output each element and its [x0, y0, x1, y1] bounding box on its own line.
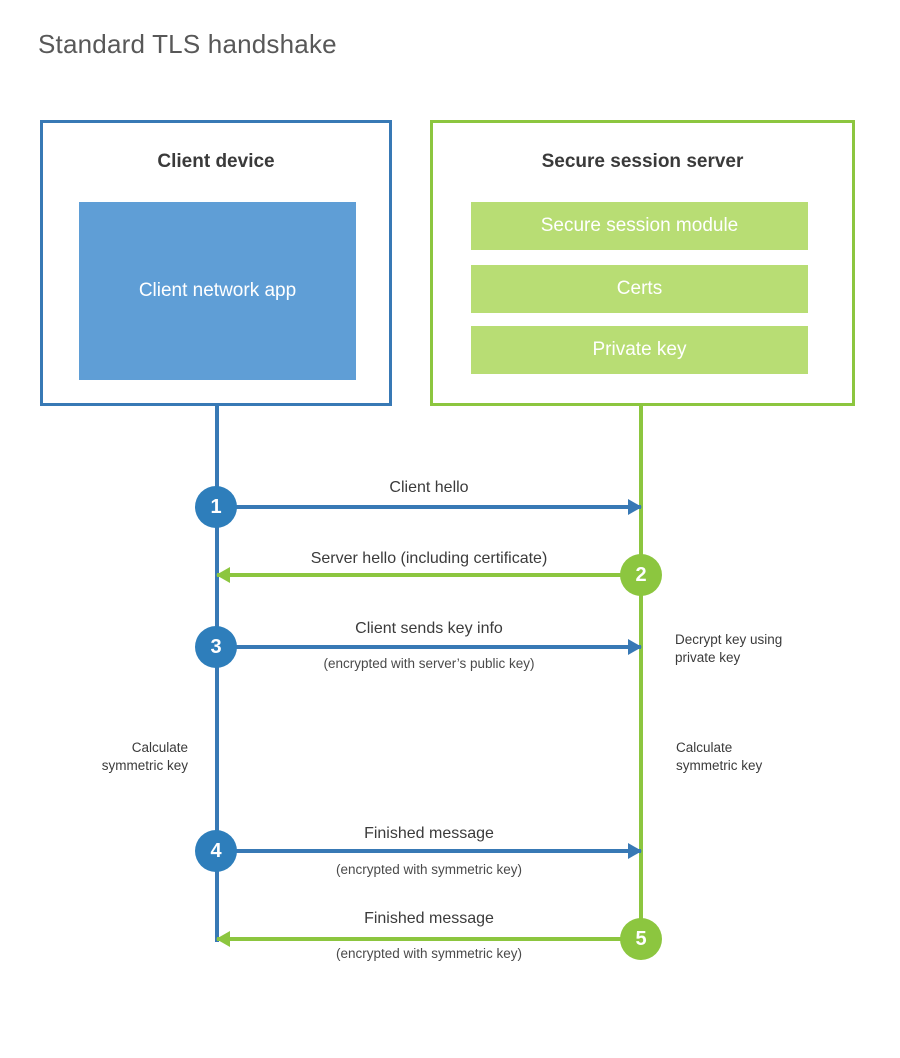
step-circle-1: 1 — [195, 486, 237, 528]
step-circle-4: 4 — [195, 830, 237, 872]
arrow-shaft — [217, 645, 641, 649]
server-block-private-key: Private key — [471, 326, 808, 374]
server-block-secure-session-module: Secure session module — [471, 202, 808, 250]
step-1-arrow-client-to-server — [217, 499, 642, 515]
note-decrypt-key: Decrypt key using private key — [675, 632, 783, 665]
step-circle-3: 3 — [195, 626, 237, 668]
step-3-arrow-client-to-server — [217, 639, 642, 655]
arrow-shaft — [217, 573, 641, 577]
step-3-label: Client sends key info — [355, 620, 503, 637]
step-1-label: Client hello — [389, 479, 469, 496]
client-lifeline — [215, 406, 219, 942]
step-2-arrow-server-to-client — [216, 567, 641, 583]
client-network-app-block: Client network app — [79, 202, 356, 380]
step-2-label: Server hello (including certificate) — [310, 550, 548, 567]
page-title: Standard TLS handshake — [38, 29, 337, 59]
step-circle-2: 2 — [620, 554, 662, 596]
server-block-certs: Certs — [471, 265, 808, 313]
server-lifeline — [639, 406, 643, 942]
arrow-shaft — [217, 505, 641, 509]
arrowhead-left-icon — [216, 931, 230, 947]
step-4-arrow-client-to-server — [217, 843, 642, 859]
step-5-arrow-server-to-client — [216, 931, 641, 947]
step-4-label: Finished message — [364, 825, 494, 842]
step-circle-5: 5 — [620, 918, 662, 960]
arrow-shaft — [217, 937, 641, 941]
step-5-label: Finished message — [364, 910, 494, 927]
arrowhead-right-icon — [628, 499, 642, 515]
note-calculate-symmetric-key-client: Calculate symmetric key — [101, 740, 188, 773]
secure-session-server-title: Secure session server — [541, 151, 744, 172]
arrowhead-right-icon — [628, 639, 642, 655]
arrowhead-right-icon — [628, 843, 642, 859]
step-5-sublabel: (encrypted with symmetric key) — [335, 946, 523, 961]
arrowhead-left-icon — [216, 567, 230, 583]
client-device-title: Client device — [157, 151, 275, 172]
secure-session-server-box: Secure session server Secure session mod… — [430, 120, 855, 406]
step-3-sublabel: (encrypted with server’s public key) — [323, 656, 535, 671]
note-calculate-symmetric-key-server: Calculate symmetric key — [676, 740, 763, 773]
step-4-sublabel: (encrypted with symmetric key) — [335, 862, 523, 877]
client-device-box: Client device Client network app — [40, 120, 392, 406]
arrow-shaft — [217, 849, 641, 853]
